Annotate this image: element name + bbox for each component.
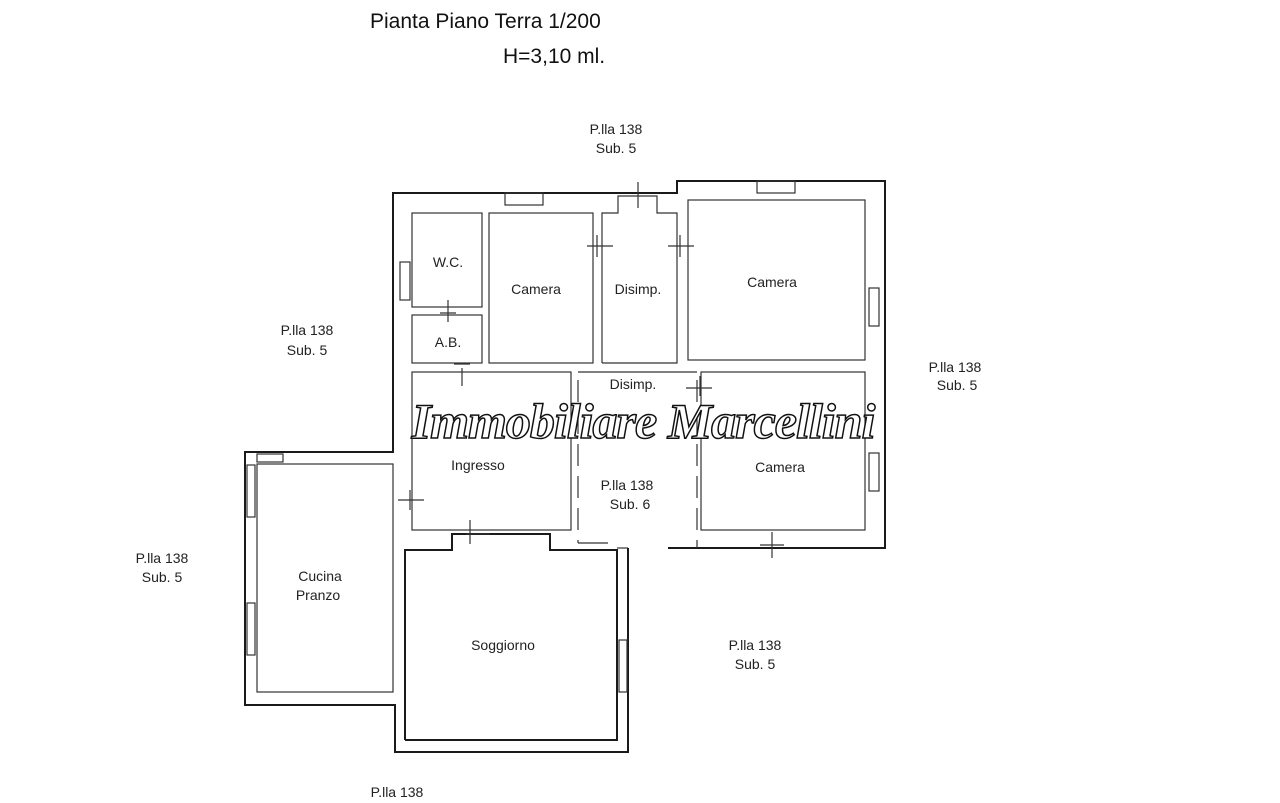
svg-text:P.lla 138: P.lla 138	[729, 637, 782, 653]
soggiorno-room	[404, 533, 618, 741]
height-note: H=3,10 ml.	[503, 45, 605, 68]
parcel-label-top: P.lla 138 Sub. 5	[590, 121, 643, 156]
room-label-ab: A.B.	[435, 334, 461, 350]
svg-text:P.lla 138: P.lla 138	[590, 121, 643, 137]
door-marks	[398, 182, 784, 558]
ab-room	[411, 314, 483, 364]
parcel-label-bottom-right: P.lla 138 Sub. 5	[729, 637, 782, 672]
svg-text:Sub. 5: Sub. 5	[287, 342, 328, 358]
wc-room	[411, 212, 483, 308]
room-label-pranzo: Pranzo	[296, 587, 341, 603]
parcel-label-left: P.lla 138 Sub. 5	[281, 322, 334, 358]
svg-text:P.lla 138: P.lla 138	[136, 550, 189, 566]
svg-text:Sub. 5: Sub. 5	[596, 140, 637, 156]
room-label-wc: W.C.	[433, 254, 463, 270]
svg-text:P.lla 138: P.lla 138	[281, 322, 334, 338]
room-label-disimp-1: Disimp.	[615, 281, 662, 297]
room-label-camera-2: Camera	[747, 274, 797, 290]
outer-walls	[244, 180, 886, 753]
room-label-disimp-2: Disimp.	[610, 376, 657, 392]
room-label-camera-1: Camera	[511, 281, 561, 297]
cucina-room	[256, 463, 394, 693]
watermark: Immobiliare Marcellini	[411, 393, 876, 449]
disimp-room-2	[577, 371, 698, 548]
svg-text:Sub. 6: Sub. 6	[610, 496, 651, 512]
svg-text:P.lla 138: P.lla 138	[371, 784, 424, 800]
parcel-label-bottom: P.lla 138	[371, 784, 424, 800]
svg-text:P.lla 138: P.lla 138	[601, 477, 654, 493]
svg-text:Sub. 5: Sub. 5	[142, 569, 183, 585]
room-label-ingresso: Ingresso	[451, 457, 505, 473]
parcel-label-sub6: P.lla 138 Sub. 6	[601, 477, 654, 512]
svg-text:P.lla 138: P.lla 138	[929, 359, 982, 375]
room-label-cucina: Cucina	[298, 568, 342, 584]
plan-title: Pianta Piano Terra 1/200	[370, 10, 601, 33]
room-label-camera-3: Camera	[755, 459, 805, 475]
camera-room-1	[488, 212, 594, 364]
svg-text:Sub. 5: Sub. 5	[937, 377, 978, 393]
parcel-label-right: P.lla 138 Sub. 5	[929, 359, 982, 393]
svg-text:Sub. 5: Sub. 5	[735, 656, 776, 672]
windows	[246, 180, 880, 693]
room-label-soggiorno: Soggiorno	[471, 637, 535, 653]
parcel-label-far-left: P.lla 138 Sub. 5	[136, 550, 189, 585]
disimp-room-1	[601, 195, 678, 364]
ingresso-room	[411, 371, 572, 531]
camera-room-3	[700, 371, 866, 531]
camera-room-2	[687, 199, 866, 361]
